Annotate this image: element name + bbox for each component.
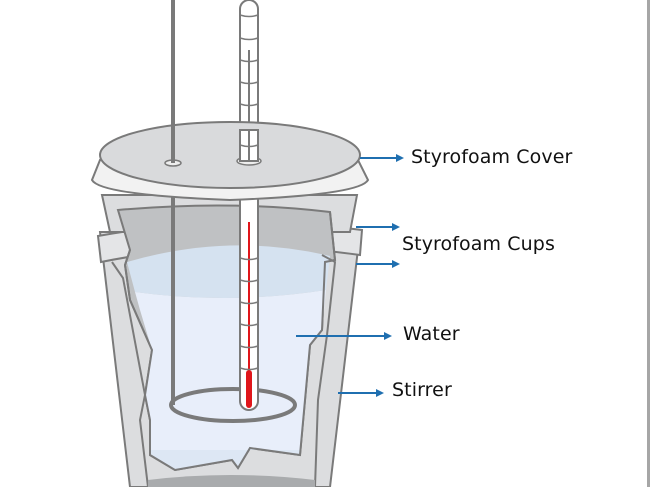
label-water: Water bbox=[403, 323, 460, 345]
label-styrofoam-cups: Styrofoam Cups bbox=[402, 233, 555, 255]
frame-border bbox=[647, 0, 650, 487]
styrofoam-cover bbox=[90, 0, 370, 202]
leader-arrows bbox=[296, 154, 404, 397]
label-stirrer: Stirrer bbox=[392, 379, 452, 401]
label-styrofoam-cover: Styrofoam Cover bbox=[411, 146, 573, 168]
thermometer bbox=[239, 0, 259, 411]
